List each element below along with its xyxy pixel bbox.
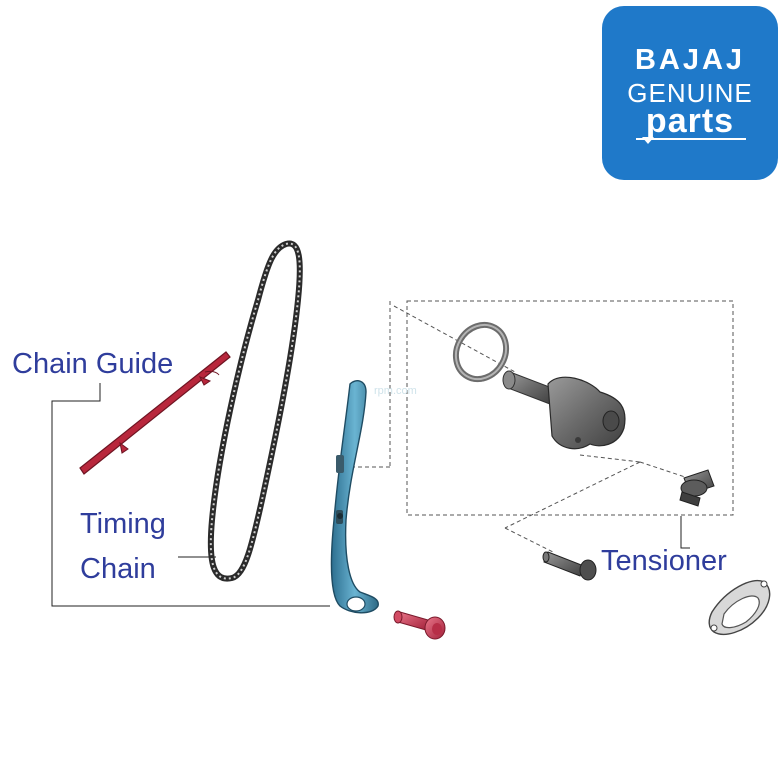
logo-genuine: GENUINE <box>627 78 753 108</box>
watermark-text: rpm.com <box>374 385 417 397</box>
tensioner-label: Tensioner <box>601 545 727 577</box>
o-ring-part <box>452 321 510 383</box>
chain-guide-label: Chain Guide <box>12 348 174 380</box>
logo-tick-icon <box>642 137 654 144</box>
tensioner-leader <box>680 516 690 549</box>
tensioner-group-box <box>352 300 734 554</box>
logo-brand: BAJAJ <box>634 44 746 76</box>
chain-guide-leader <box>51 383 330 607</box>
tensioner-arm-bolt-part <box>393 610 446 640</box>
timing-chain-label-line1: Timing <box>80 508 166 540</box>
logo-parts: parts <box>645 102 735 140</box>
tensioner-mounting-bolt-part <box>542 551 597 581</box>
tensioner-cap-bolt-part <box>679 469 715 507</box>
gasket-part <box>708 580 771 636</box>
timing-chain-part <box>207 240 303 582</box>
logo-underline <box>636 138 746 140</box>
chain-guide-part <box>79 351 231 475</box>
chain-tensioner-arm-part <box>330 380 379 614</box>
tensioner-body-part <box>502 370 626 450</box>
timing-chain-label-line2: Chain <box>80 553 156 585</box>
bajaj-genuine-parts-logo: BAJAJ GENUINE parts <box>602 6 778 180</box>
